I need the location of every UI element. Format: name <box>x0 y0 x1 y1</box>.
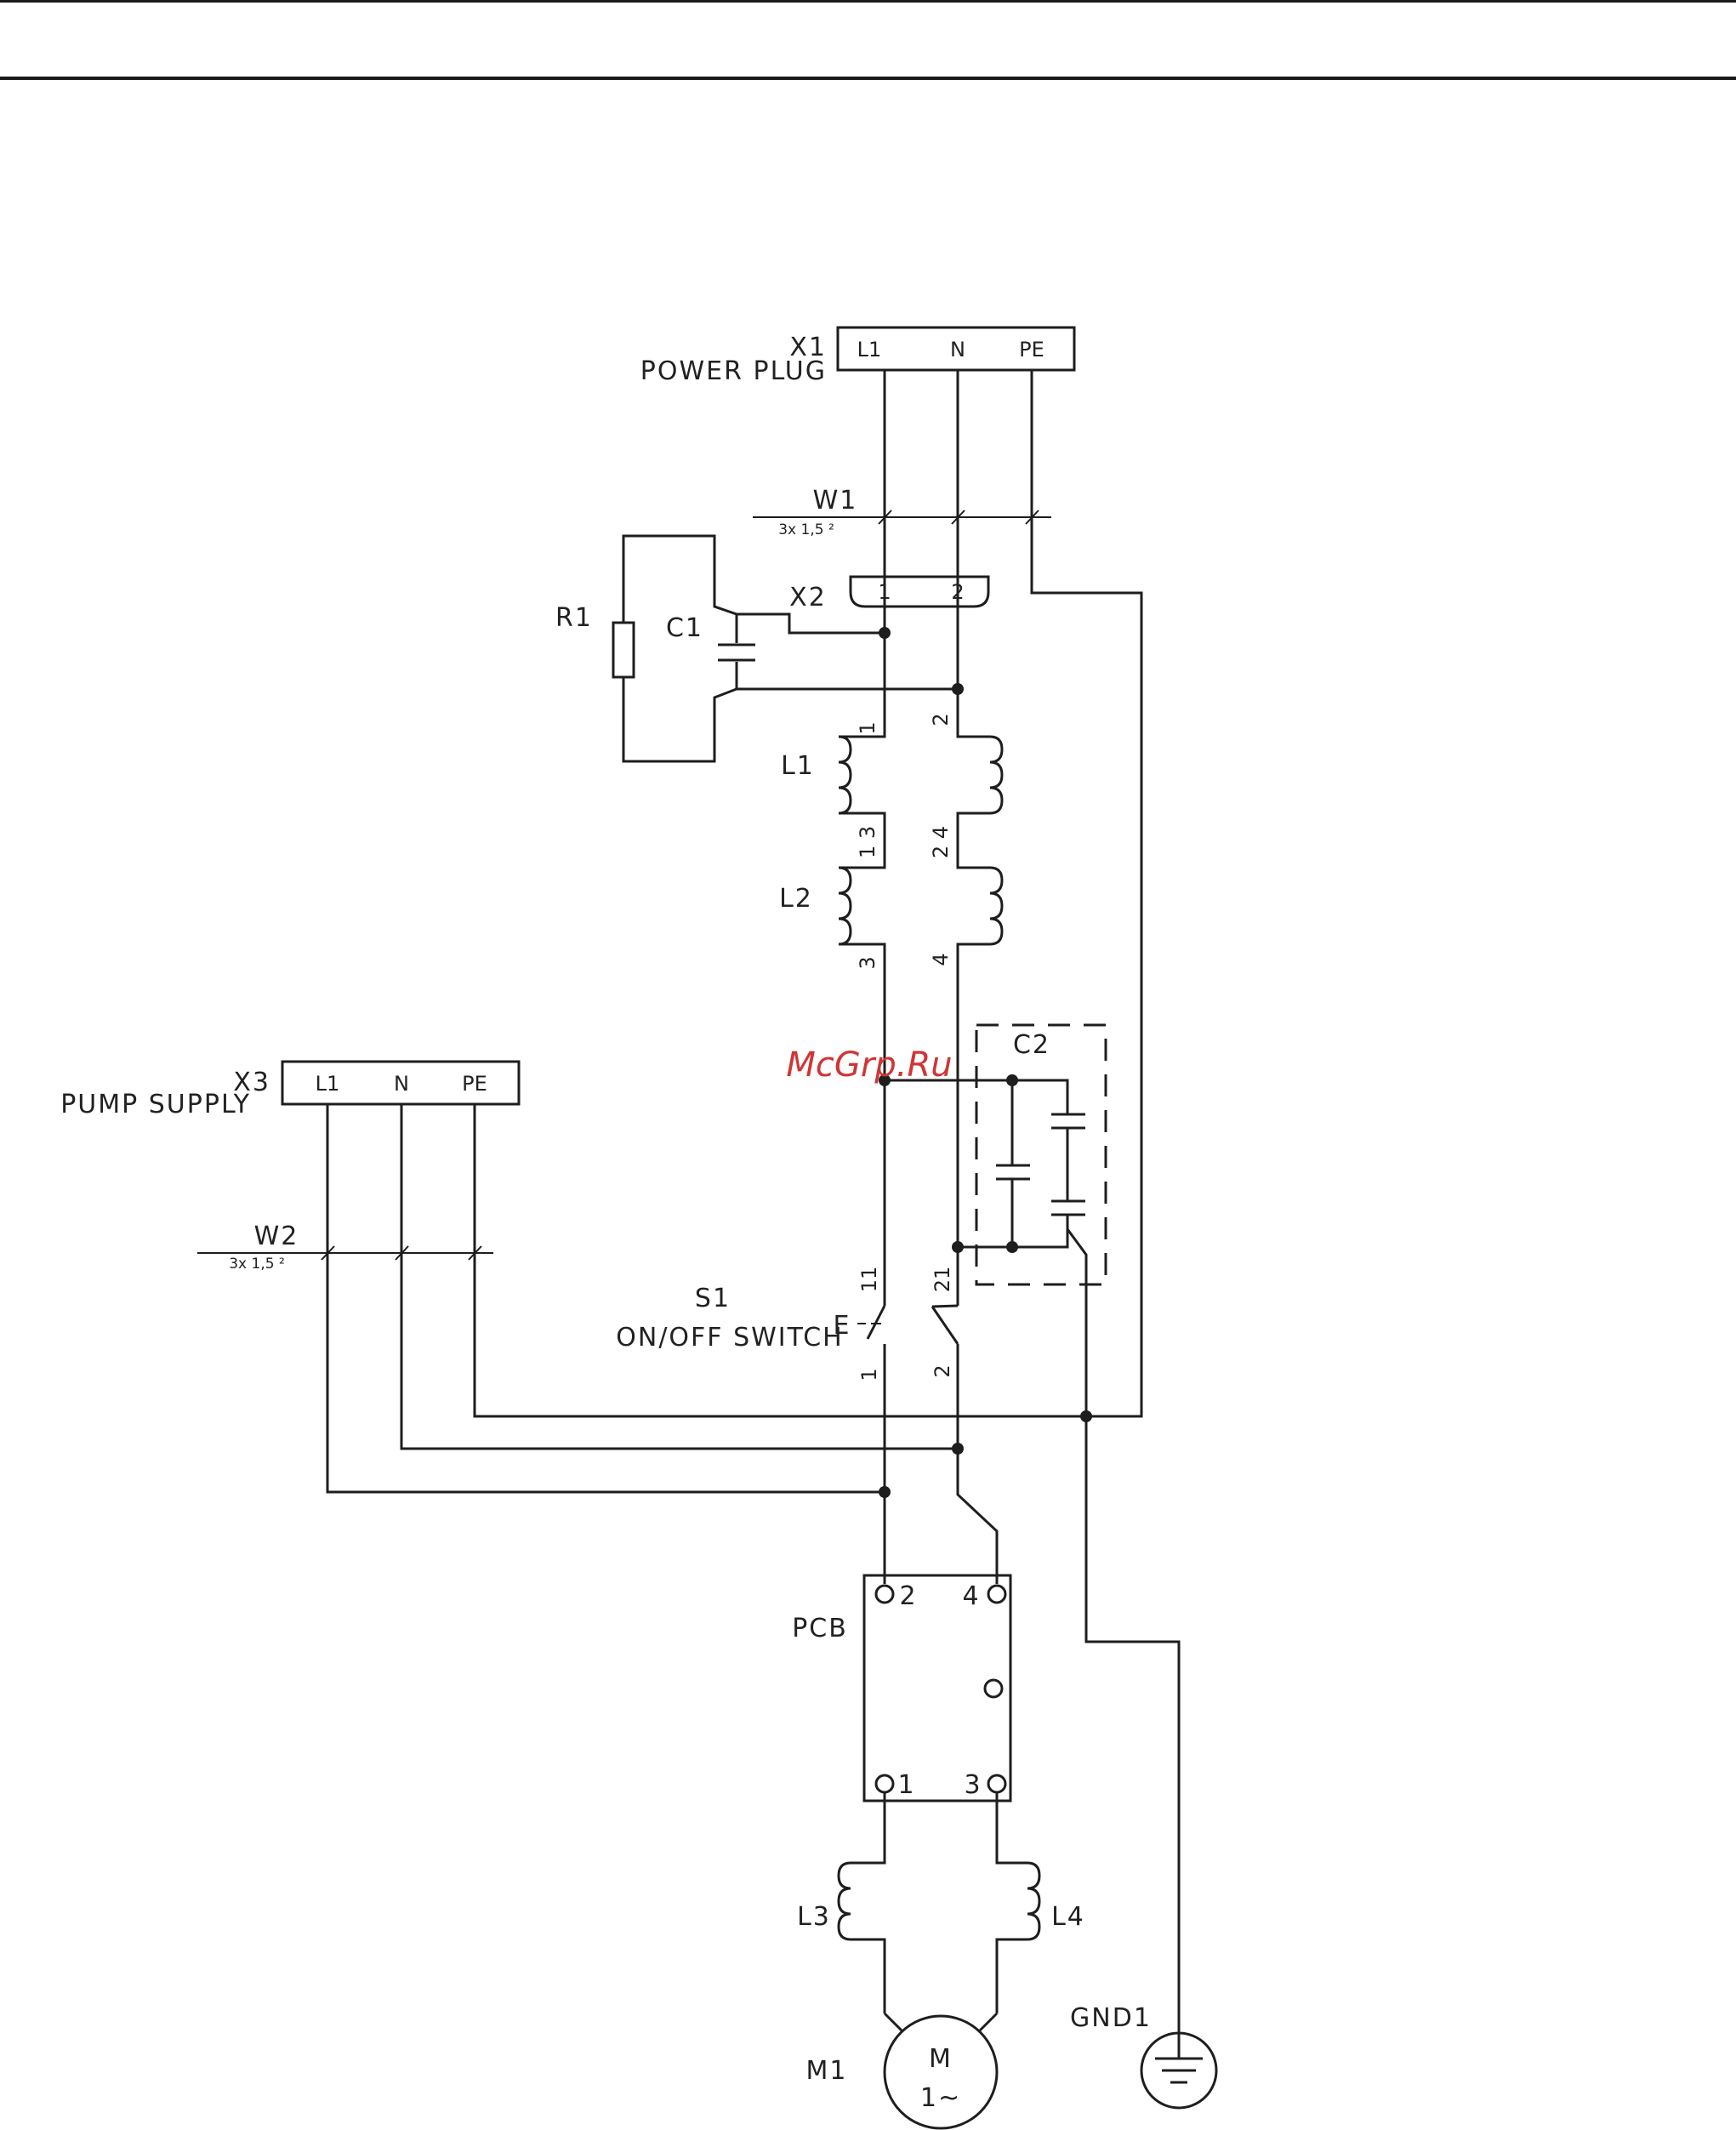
winding-l3: L3 <box>797 1792 885 2013</box>
motor-m1: M 1~ M1 <box>806 2013 997 2128</box>
l2-pin-3: 3 <box>856 956 879 969</box>
pcb-pin-1: 1 <box>897 1770 915 1800</box>
pcb-pin-3: 3 <box>964 1770 982 1800</box>
x1-pin-pe: PE <box>1019 338 1044 362</box>
x2-ref: X2 <box>789 583 827 612</box>
c1-ref: C1 <box>666 613 703 643</box>
x1-name: POWER PLUG <box>640 356 827 386</box>
l1-pin-1: 1 <box>856 721 879 734</box>
cable-w1: W1 3x 1,5 ² <box>753 486 1051 538</box>
junction-c1-n <box>952 683 964 695</box>
m1-symbol: M <box>929 2044 953 2074</box>
junction-c2-top <box>1006 1074 1018 1086</box>
x3-pin-pe: PE <box>462 1072 487 1096</box>
w2-spec: 3x 1,5 ² <box>229 1256 285 1273</box>
choke-l1: L1 1 2 1 3 2 4 <box>781 713 1002 859</box>
x2-pin-2: 2 <box>951 580 964 604</box>
winding-l4: L4 <box>997 1792 1085 2013</box>
m1-ref: M1 <box>806 2056 848 2086</box>
s1-name: ON/OFF SWITCH <box>616 1323 843 1353</box>
pcb-ref: PCB <box>792 1614 848 1643</box>
x1-pin-l1: L1 <box>857 338 882 362</box>
cable-w2: W2 3x 1,5 ² <box>197 1222 493 1273</box>
x3-name: PUMP SUPPLY <box>60 1090 251 1119</box>
switch-s1: S1 ON/OFF SWITCH E 11 21 1 2 <box>616 1267 958 1492</box>
s1-pin-21: 21 <box>931 1267 954 1293</box>
l4-ref: L4 <box>1051 1902 1085 1932</box>
pcb-pin-2: 2 <box>899 1581 917 1611</box>
s1-pin-2: 2 <box>931 1364 954 1377</box>
w1-spec: 3x 1,5 ² <box>778 521 834 538</box>
l1-ref: L1 <box>781 751 815 781</box>
s1-pin-1: 1 <box>857 1368 881 1381</box>
power-plug-x1: L1 N PE X1 POWER PLUG <box>640 327 1074 386</box>
suppressor-r1-c1: R1 C1 <box>555 536 958 761</box>
pcb-pin-4: 4 <box>962 1581 980 1611</box>
pcb: 2 4 1 3 PCB <box>792 1575 1010 1801</box>
watermark: McGrp.Ru <box>786 1045 952 1085</box>
junction-c1-l <box>879 627 891 639</box>
pump-wire-l <box>327 1104 885 1492</box>
l1-pin-13: 1 3 <box>856 826 879 858</box>
l1-pin-2: 2 <box>929 713 953 726</box>
x1-pin-n: N <box>950 338 965 362</box>
ground-gnd1: GND1 <box>1070 1416 1216 2108</box>
l2-ref: L2 <box>779 884 813 914</box>
l2-pin-4: 4 <box>929 953 953 965</box>
wire-n-to-pcb <box>958 1449 997 1584</box>
gnd1-ref: GND1 <box>1070 2003 1152 2033</box>
w2-ref: W2 <box>254 1222 299 1251</box>
l1-pin-24: 2 4 <box>929 826 953 858</box>
junction-c2-n <box>952 1241 964 1253</box>
pump-supply-x3: L1 N PE X3 PUMP SUPPLY <box>60 1062 519 1119</box>
s1-actuator: E <box>834 1311 851 1341</box>
r1-ref: R1 <box>555 603 593 633</box>
s1-ref: S1 <box>695 1284 731 1313</box>
m1-phase: 1~ <box>920 2083 961 2113</box>
x3-pin-n: N <box>394 1072 409 1096</box>
l3-ref: L3 <box>797 1902 831 1932</box>
x3-pin-l1: L1 <box>316 1072 340 1096</box>
x2-pin-1: 1 <box>878 580 891 604</box>
s1-pin-11: 11 <box>857 1267 881 1293</box>
c2-ref: C2 <box>1013 1030 1050 1060</box>
w1-ref: W1 <box>813 486 858 515</box>
pump-wire-pe <box>475 1104 1086 1416</box>
connector-x2: 1 2 X2 <box>789 577 988 612</box>
junction-c2-bottom <box>1006 1241 1018 1253</box>
